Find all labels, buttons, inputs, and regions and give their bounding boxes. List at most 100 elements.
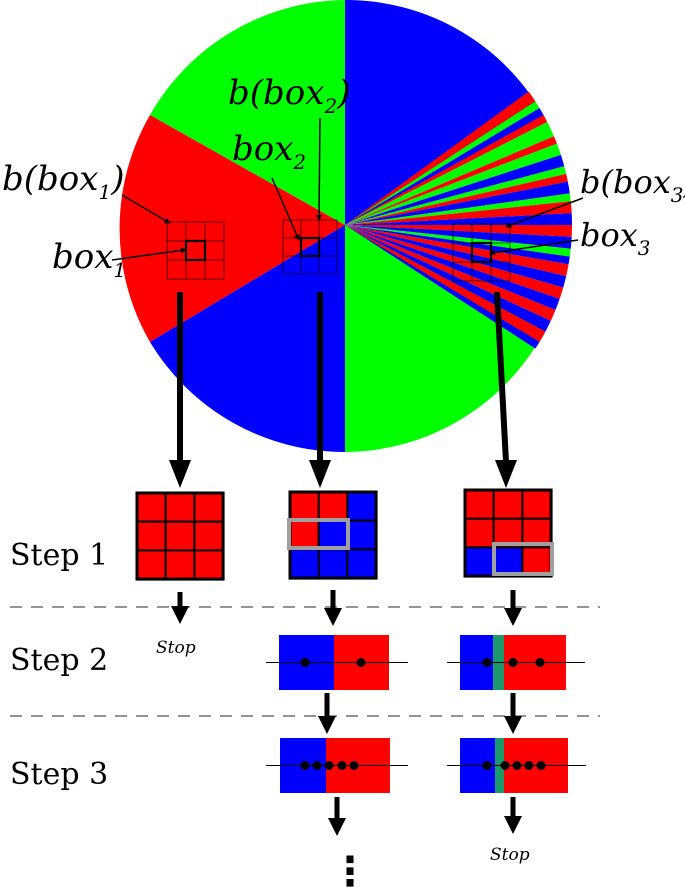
bar-point — [535, 658, 545, 667]
fan-stripe — [345, 225, 571, 257]
arrow-head — [504, 608, 522, 626]
bar-point — [324, 761, 334, 770]
fan-stripe — [345, 91, 536, 225]
grid-cell — [346, 519, 378, 551]
arrow-head — [324, 608, 342, 626]
bar-point — [337, 761, 347, 770]
fan-stripe — [345, 108, 544, 225]
b-box2-grid — [282, 219, 338, 275]
label-box2: box2 — [232, 129, 306, 174]
pie-sector-green-bottom-right — [345, 225, 545, 452]
arrow-head — [504, 716, 522, 734]
arrow-head — [504, 816, 522, 834]
grid-cell — [193, 549, 225, 581]
grid-cell — [136, 492, 167, 523]
pie-sector-green-top — [150, 0, 345, 225]
bar-point — [536, 761, 546, 770]
bar-point — [356, 658, 366, 667]
grid-cell — [464, 517, 495, 549]
grid-cell — [164, 520, 196, 552]
grid-cell — [136, 520, 167, 552]
fan-stripe — [345, 101, 540, 225]
fan-stripe — [345, 225, 560, 311]
bar-point — [508, 658, 518, 667]
arrow-box2 — [271, 177, 300, 241]
label-b-box2: b(box2) — [228, 73, 350, 118]
fan-stripe — [345, 121, 554, 225]
grid-cell — [464, 489, 495, 520]
fan-stripe — [345, 181, 570, 225]
step1-grid-left — [135, 491, 225, 581]
grid-cell — [317, 548, 349, 580]
bar-point — [482, 658, 492, 667]
main-down-arrows — [169, 291, 517, 488]
fan-stripe — [345, 225, 567, 288]
grid-cell — [464, 546, 495, 578]
bar-point — [482, 761, 492, 770]
center-box — [299, 236, 321, 258]
arrow-head — [318, 716, 336, 734]
step-arrows — [171, 590, 522, 836]
continuation-ellipsis: ⋮ — [330, 849, 370, 887]
fan-stripe — [345, 225, 540, 349]
grid-cell — [136, 549, 167, 581]
arrow-b-box3 — [505, 197, 584, 228]
label-b-box3: b(box3) — [580, 163, 685, 207]
step-1-label: Step 1 — [10, 538, 108, 573]
highlight-box — [492, 542, 554, 576]
bar-point — [312, 761, 322, 770]
label-box1: box1 — [52, 237, 126, 282]
bar-point — [300, 658, 310, 667]
grid-cell — [492, 546, 524, 578]
step-2-label: Step 2 — [10, 643, 108, 678]
fan-stripe — [345, 225, 572, 249]
pie-sector-blue-bottom-left — [150, 225, 345, 453]
grid-border — [463, 488, 553, 578]
step1-grid-right — [463, 488, 554, 578]
grid-cell — [317, 519, 349, 551]
grid-cell — [289, 519, 320, 551]
pointer-arrows — [111, 117, 584, 261]
arrow-head — [328, 818, 346, 836]
grid-cell — [164, 492, 196, 523]
bar-point — [524, 761, 534, 770]
grid-cell — [193, 520, 225, 552]
fan-stripe — [345, 114, 548, 225]
label-b-box1: b(box1) — [2, 159, 124, 204]
grid-cell — [317, 491, 349, 522]
highlight-box — [287, 518, 350, 550]
stop-label-right: Stop — [490, 845, 530, 865]
grid-cell — [289, 548, 320, 580]
fan-stripe — [345, 193, 571, 225]
pie-sector-red-left — [119, 115, 345, 342]
fan-stripe — [345, 166, 567, 225]
arrow-b-box2 — [316, 117, 323, 221]
arrow-b-box1 — [121, 194, 171, 224]
arrow-box3 — [489, 239, 579, 256]
interval-bars — [266, 635, 586, 793]
stop-label-left: Stop — [156, 638, 196, 658]
grid-cell — [164, 549, 196, 581]
grid-cell — [193, 492, 225, 523]
grid-cell — [346, 491, 378, 522]
fan-stripe — [345, 143, 561, 225]
fan-stripe — [345, 225, 572, 237]
bar-point — [512, 761, 522, 770]
grid-cell — [521, 546, 553, 578]
bar-point — [349, 761, 359, 770]
fan-stripe — [345, 173, 568, 225]
grid-border — [135, 491, 225, 581]
pie-sector-blue-top-right — [345, 0, 545, 225]
label-box3: box3 — [580, 216, 651, 260]
fan-stripe — [345, 225, 570, 265]
fan-stripe — [345, 225, 569, 277]
fan-stripe — [345, 201, 572, 225]
grid-cell — [492, 489, 524, 520]
arrow-head — [171, 606, 189, 624]
grid-cell — [289, 491, 320, 522]
grid-cell — [346, 548, 378, 580]
fan-stripe — [345, 154, 565, 225]
fan-stripe — [345, 213, 572, 225]
bar-point — [300, 761, 310, 770]
